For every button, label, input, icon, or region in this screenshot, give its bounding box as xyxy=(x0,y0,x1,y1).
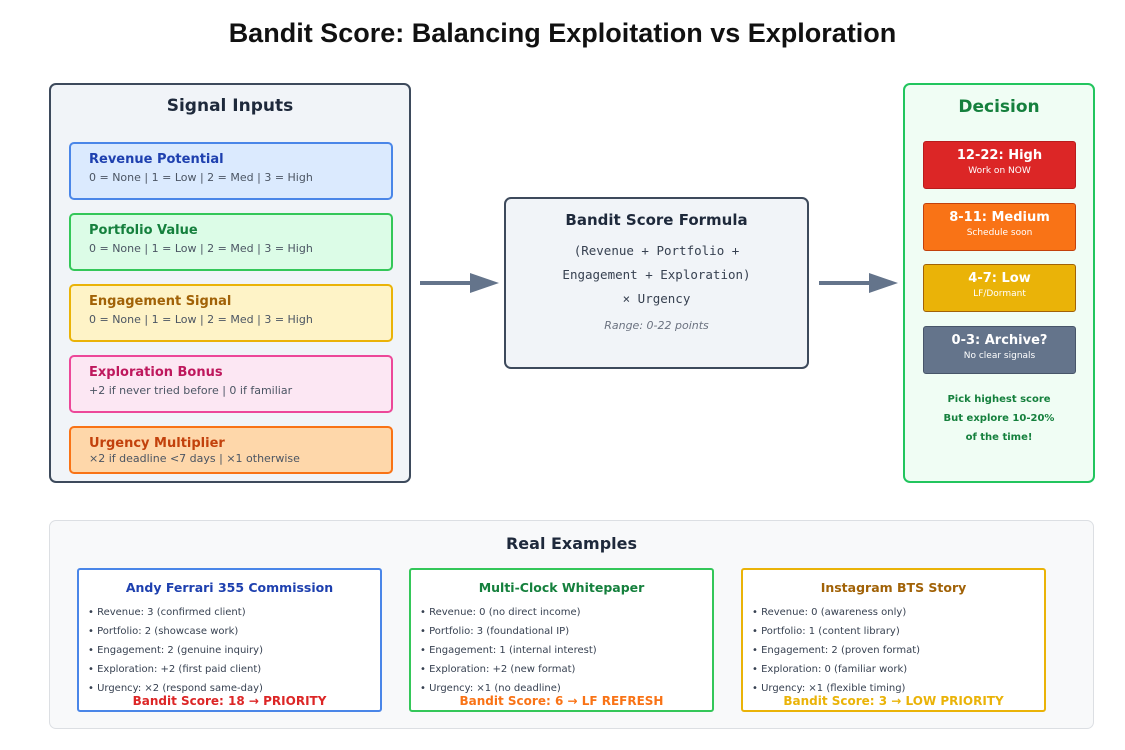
signal-description: 0 = None | 1 = Low | 2 = Med | 3 = High xyxy=(89,171,313,184)
example-score: Bandit Score: 6 → LF REFRESH xyxy=(459,694,664,708)
list-item: • Revenue: 0 (no direct income) xyxy=(420,607,581,618)
decision-tier-low: 4-7: Low LF/Dormant xyxy=(923,264,1076,312)
decision-tier-medium: 8-11: Medium Schedule soon xyxy=(923,203,1076,251)
decision-note-line: of the time! xyxy=(965,432,1033,443)
decision-tier-high: 12-22: High Work on NOW xyxy=(923,141,1076,189)
arrow-right-icon xyxy=(819,273,898,293)
signal-inputs-panel: Signal Inputs Revenue Potential 0 = None… xyxy=(49,83,411,483)
example-score: Bandit Score: 3 → LOW PRIORITY xyxy=(783,694,1004,708)
list-item: • Urgency: ×1 (flexible timing) xyxy=(752,683,906,694)
decision-tier-label: 12-22: High xyxy=(956,148,1043,163)
signal-description: 0 = None | 1 = Low | 2 = Med | 3 = High xyxy=(89,242,313,255)
signal-description: +2 if never tried before | 0 if familiar xyxy=(89,384,293,397)
signal-name: Revenue Potential xyxy=(89,152,224,167)
formula-line: × Urgency xyxy=(622,291,691,306)
signal-description: 0 = None | 1 = Low | 2 = Med | 3 = High xyxy=(89,313,313,326)
list-item: • Revenue: 0 (awareness only) xyxy=(752,607,907,618)
examples-panel: Real Examples Andy Ferrari 355 Commissio… xyxy=(49,520,1094,729)
decision-tier-sub: LF/Dormant xyxy=(973,289,1026,299)
list-item: • Exploration: 0 (familiar work) xyxy=(752,664,908,675)
signal-exploration-bonus: Exploration Bonus +2 if never tried befo… xyxy=(69,355,393,413)
examples-heading: Real Examples xyxy=(505,534,638,553)
example-title: Andy Ferrari 355 Commission xyxy=(125,580,334,595)
example-title: Multi-Clock Whitepaper xyxy=(478,580,645,595)
list-item: • Engagement: 1 (internal interest) xyxy=(420,645,597,656)
signal-portfolio-value: Portfolio Value 0 = None | 1 = Low | 2 =… xyxy=(69,213,393,271)
example-signal-list: • Revenue: 0 (awareness only) • Portfoli… xyxy=(752,603,1044,698)
decision-tier-sub: Schedule soon xyxy=(966,228,1033,238)
example-score: Bandit Score: 18 → PRIORITY xyxy=(132,694,327,708)
formula-box: Bandit Score Formula (Revenue + Portfoli… xyxy=(504,197,809,369)
decision-tier-label: 0-3: Archive? xyxy=(951,333,1048,348)
signal-inputs-heading: Signal Inputs xyxy=(166,96,294,116)
formula-expression: (Revenue + Portfolio + Engagement + Expl… xyxy=(506,239,807,311)
signal-description: ×2 if deadline <7 days | ×1 otherwise xyxy=(89,452,300,465)
decision-heading: Decision xyxy=(958,97,1040,117)
example-title: Instagram BTS Story xyxy=(820,580,967,595)
decision-tier-sub: Work on NOW xyxy=(968,166,1031,176)
example-card-whitepaper: Multi-Clock Whitepaper • Revenue: 0 (no … xyxy=(409,568,714,712)
formula-title: Bandit Score Formula xyxy=(565,211,748,229)
signal-name: Portfolio Value xyxy=(89,223,198,238)
decision-note-line: Pick highest score xyxy=(947,394,1051,405)
formula-range: Range: 0-22 points xyxy=(604,319,709,332)
decision-tier-archive: 0-3: Archive? No clear signals xyxy=(923,326,1076,374)
list-item: • Portfolio: 2 (showcase work) xyxy=(88,626,239,637)
signal-revenue-potential: Revenue Potential 0 = None | 1 = Low | 2… xyxy=(69,142,393,200)
list-item: • Engagement: 2 (genuine inquiry) xyxy=(88,645,263,656)
example-signal-list: • Revenue: 3 (confirmed client) • Portfo… xyxy=(88,603,380,698)
list-item: • Portfolio: 1 (content library) xyxy=(752,626,900,637)
list-item: • Engagement: 2 (proven format) xyxy=(752,645,921,656)
signal-name: Urgency Multiplier xyxy=(89,436,225,451)
formula-line: (Revenue + Portfolio + xyxy=(573,243,740,258)
signal-name: Exploration Bonus xyxy=(89,365,223,380)
signal-urgency-multiplier: Urgency Multiplier ×2 if deadline <7 day… xyxy=(69,426,393,474)
list-item: • Exploration: +2 (first paid client) xyxy=(88,664,262,675)
decision-note-line: But explore 10-20% xyxy=(943,413,1055,424)
list-item: • Portfolio: 3 (foundational IP) xyxy=(420,626,570,637)
example-card-instagram: Instagram BTS Story • Revenue: 0 (awaren… xyxy=(741,568,1046,712)
decision-tier-label: 8-11: Medium xyxy=(949,210,1050,225)
list-item: • Exploration: +2 (new format) xyxy=(420,664,576,675)
signal-name: Engagement Signal xyxy=(89,294,232,309)
page-title: Bandit Score: Balancing Exploitation vs … xyxy=(228,18,897,48)
example-signal-list: • Revenue: 0 (no direct income) • Portfo… xyxy=(420,603,712,698)
decision-panel: Decision 12-22: High Work on NOW 8-11: M… xyxy=(903,83,1095,483)
signal-engagement: Engagement Signal 0 = None | 1 = Low | 2… xyxy=(69,284,393,342)
example-card-ferrari: Andy Ferrari 355 Commission • Revenue: 3… xyxy=(77,568,382,712)
list-item: • Revenue: 3 (confirmed client) xyxy=(88,607,246,618)
decision-note: Pick highest score But explore 10-20% of… xyxy=(905,390,1093,447)
list-item: • Urgency: ×2 (respond same-day) xyxy=(88,683,263,694)
decision-tier-sub: No clear signals xyxy=(963,351,1036,361)
formula-line: Engagement + Exploration) xyxy=(562,267,751,282)
arrow-right-icon xyxy=(420,273,499,293)
decision-tier-label: 4-7: Low xyxy=(968,271,1031,286)
list-item: • Urgency: ×1 (no deadline) xyxy=(420,683,561,694)
